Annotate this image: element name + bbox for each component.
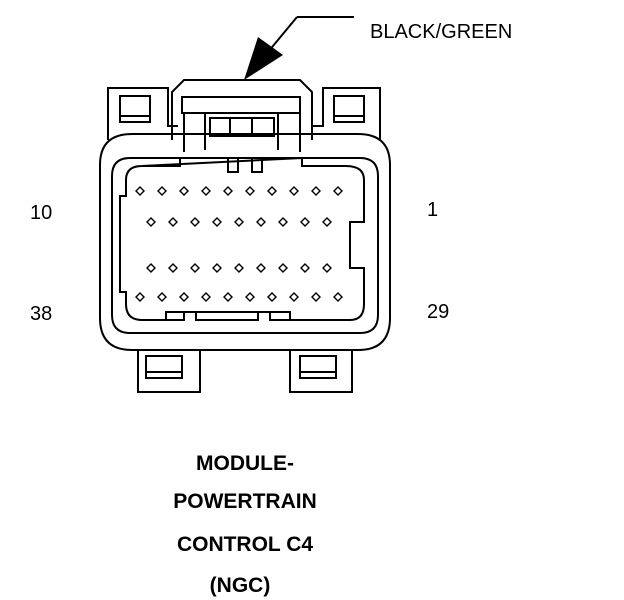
pin-label-10: 10 [30,202,52,224]
pin-cavity [267,292,277,302]
pin-cavity [201,186,211,196]
pin-cavity [311,292,321,302]
pin-cavity [157,186,167,196]
pin-cavity [322,217,332,227]
pin-cavity [190,263,200,273]
pin-cavity [223,186,233,196]
pin-cavity [135,186,145,196]
pin-cavity [190,217,200,227]
pin-cavity [212,263,222,273]
caption-line-4: (NGC) [210,574,271,597]
pin-label-38: 38 [30,303,52,325]
pin-cavity [256,217,266,227]
pin-cavity [179,186,189,196]
pin-cavity [234,217,244,227]
pin-cavity [245,292,255,302]
pin-cavity [333,292,343,302]
pin-cavity [168,217,178,227]
caption-line-3: CONTROL C4 [177,533,313,556]
pin-cavity [212,217,222,227]
pin-cavity [135,292,145,302]
pin-cavity [146,263,156,273]
caption-line-1: MODULE- [196,452,294,475]
pin-cavity [201,292,211,302]
pin-cavity [168,263,178,273]
callout-arrow [244,16,354,80]
caption-line-2: POWERTRAIN [173,490,317,513]
pin-cavity [300,263,310,273]
pin-cavity-grid [135,186,343,302]
pin-label-29: 29 [427,301,449,323]
pin-label-1: 1 [427,199,438,221]
pin-cavity [278,263,288,273]
pin-cavity [179,292,189,302]
pin-cavity [267,186,277,196]
pin-cavity [278,217,288,227]
pin-cavity [300,217,310,227]
pin-cavity [333,186,343,196]
pin-cavity [157,292,167,302]
pin-cavity [146,217,156,227]
pin-cavity [289,292,299,302]
pin-cavity [289,186,299,196]
pin-cavity [223,292,233,302]
pin-cavity [311,186,321,196]
pin-cavity [234,263,244,273]
pin-cavity [322,263,332,273]
pin-cavity [245,186,255,196]
wire-color-label: BLACK/GREEN [370,21,512,43]
pin-cavity [256,263,266,273]
connector-housing [99,79,391,393]
